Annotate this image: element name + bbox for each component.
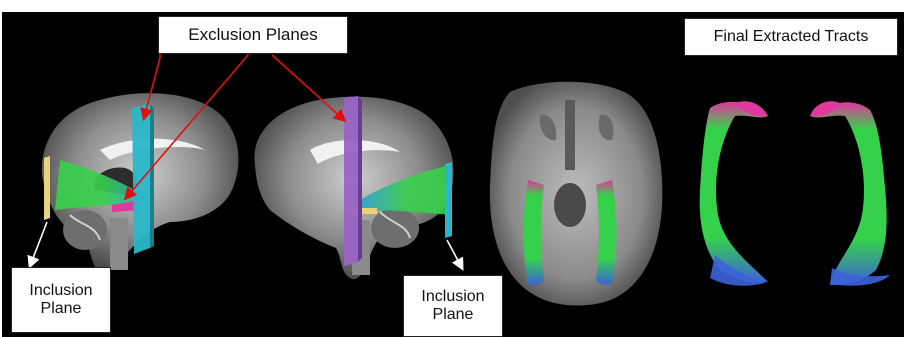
exclusion-plane-cyan-left — [132, 104, 150, 254]
final-extracted-tracts — [700, 101, 890, 285]
final-extracted-tracts-text: Final Extracted Tracts — [714, 28, 869, 46]
left-sagittal-brain — [42, 93, 239, 272]
exclusion-planes-label: Exclusion Planes — [158, 16, 348, 54]
axial-brain — [490, 82, 663, 306]
right-sagittal-brain — [254, 96, 453, 279]
inclusion-plane-left-line2: Plane — [41, 300, 82, 318]
inclusion-plane-right-line1: Inclusion — [421, 288, 484, 306]
final-extracted-tracts-label: Final Extracted Tracts — [684, 18, 898, 56]
inclusion-plane-right-line2: Plane — [433, 306, 474, 324]
exclusion-plane-violet — [344, 96, 358, 266]
inclusion-plane-left-label: Inclusion Plane — [11, 267, 111, 333]
inclusion-plane-left-line1: Inclusion — [29, 282, 92, 300]
inclusion-plane-cyan-right — [445, 162, 452, 238]
inclusion-plane-right-label: Inclusion Plane — [403, 275, 503, 337]
inclusion-plane-yellow-left — [44, 156, 50, 220]
exclusion-planes-text: Exclusion Planes — [188, 25, 317, 45]
arrow-to-left-inclusion — [30, 222, 47, 266]
arrow-to-right-inclusion — [447, 240, 462, 268]
